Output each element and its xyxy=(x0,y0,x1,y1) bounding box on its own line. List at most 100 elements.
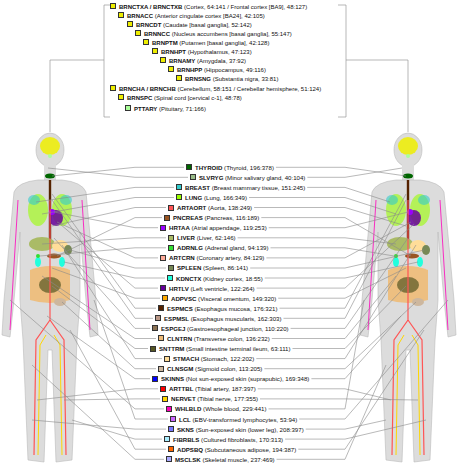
tissue-label: ARTCRN (Coronary artery, 84:129) xyxy=(169,254,264,261)
tissue-label: FIBRBLS (Cultured fibroblasts, 170:313) xyxy=(173,436,283,443)
tissue-label: ESPMSL (Esophagus muscularis, 162:303) xyxy=(164,315,282,322)
tissue-label: ESPMCS (Esophagus mucosa, 176:321) xyxy=(167,305,277,312)
leader-line xyxy=(299,300,448,419)
leader-line xyxy=(256,245,416,359)
tissue-code: PTTARY xyxy=(134,106,157,112)
leader-line xyxy=(57,222,158,258)
tissue-label: HRTAA (Atrial appendage, 119:253) xyxy=(169,224,267,231)
tissue-label: STMACH (Stomach, 122:202) xyxy=(173,355,254,362)
leader-line xyxy=(260,399,418,400)
leader-line xyxy=(52,200,153,318)
legend-item: CLNSGM (Sigmoid colon, 113:205) xyxy=(158,364,262,372)
legend-item: BRNHPT (Hypothalamus, 47:123) xyxy=(152,47,252,55)
tissue-code: HRTAA xyxy=(169,224,190,231)
color-swatch xyxy=(186,164,192,170)
leader-line xyxy=(42,238,166,244)
legend-item: BRNSNG (Substantia nigra, 33:81) xyxy=(176,74,278,82)
color-swatch xyxy=(170,416,176,422)
legend-item: ARTCRN (Coronary artery, 84:129) xyxy=(160,254,264,262)
color-swatch xyxy=(158,335,164,341)
legend-item: ESPMCS (Esophagus mucosa, 176:321) xyxy=(158,304,277,312)
tissue-code: KDNCTX xyxy=(176,275,201,282)
tissue-code: WHLBLD xyxy=(175,405,201,412)
leader-line xyxy=(54,238,150,328)
tissue-code: BRNACC xyxy=(127,13,153,19)
legend-item: CLNTRN (Transverse colon, 136:232) xyxy=(158,334,270,342)
leader-line xyxy=(284,200,407,318)
legend-item: BREAST (Breast mammary tissue, 151:245) xyxy=(176,183,305,191)
legend-item: BRNAMY (Amygdala, 37:92) xyxy=(160,56,246,64)
tissue-label: BRNACC (Anterior cingulate cortex [BA24]… xyxy=(127,13,265,19)
tissue-code: BRNPTM xyxy=(152,40,178,46)
legend-item: ESPGEJ (Gastroesophageal junction, 110:2… xyxy=(152,324,289,332)
tissue-code: ESPMSL xyxy=(164,315,189,322)
leader-line xyxy=(42,276,156,339)
color-swatch xyxy=(168,205,174,211)
tissue-label: SKINNS (Not sun-exposed skin (suprapubic… xyxy=(161,375,309,382)
tissue-code: SLVRYG xyxy=(199,174,223,181)
tissue-label: BRNNCC (Nucleus accumbens [basal ganglia… xyxy=(144,31,292,37)
leader-line xyxy=(10,300,164,409)
color-swatch xyxy=(127,21,133,27)
color-swatch xyxy=(160,225,166,231)
tissue-code: CLNTRN xyxy=(167,335,192,342)
tissue-label: BRNAMY (Amygdala, 37:92) xyxy=(169,58,246,64)
tissue-label: BREAST (Breast mammary tissue, 151:245) xyxy=(185,184,305,191)
color-swatch xyxy=(160,255,166,261)
leader-line xyxy=(48,168,188,177)
color-swatch xyxy=(152,48,158,54)
tissue-code: FIBRBLS xyxy=(173,436,199,443)
tissue-label: LUNG (Lung, 166:349) xyxy=(185,194,247,201)
tissue-label: ESPGEJ (Gastroesophageal junction, 110:2… xyxy=(161,325,289,332)
legend-item: ADRNLG (Adrenal gland, 94:139) xyxy=(168,244,268,252)
tissue-label: BRNSPC (Spinal cord [cervical c-1], 48:7… xyxy=(127,95,242,101)
color-swatch xyxy=(118,12,124,18)
legend-item: BRNACC (Anterior cingulate cortex [BA24]… xyxy=(118,11,265,19)
leader-line xyxy=(32,420,166,429)
color-swatch xyxy=(168,235,174,241)
tissue-label: ARTTBL (Tibial artery, 187:397) xyxy=(169,385,256,392)
legend-item: LIVER (Liver, 62:146) xyxy=(168,233,236,241)
tissue-code: MSCLSK xyxy=(175,456,201,463)
leader-line xyxy=(37,389,158,400)
tissue-label: BRNCTXA / BRNCTXB (Cortex, 64:141 / Fron… xyxy=(119,4,307,10)
tissue-code: ESPGEJ xyxy=(161,325,185,332)
tissue-code: SKNS xyxy=(177,426,194,433)
color-swatch xyxy=(162,396,168,402)
leader-line xyxy=(293,286,407,349)
leader-line xyxy=(311,316,401,379)
leader-line xyxy=(70,250,166,268)
tissue-code: BRNNCC xyxy=(144,31,170,37)
color-swatch xyxy=(152,325,158,331)
legend-item: BRNPTM (Putamen [basal ganglia], 42:128) xyxy=(143,38,269,46)
leader-line xyxy=(52,208,166,227)
leader-line xyxy=(264,302,416,369)
legend-item: BRNCHA / BRNCHB (Cerebellum, 58:151 / Ce… xyxy=(110,84,321,92)
tissue-code: LIVER xyxy=(177,234,195,241)
leader-line xyxy=(64,399,160,400)
tissue-code: ARTTBL xyxy=(169,385,193,392)
color-swatch xyxy=(168,426,174,432)
leader-line xyxy=(52,194,156,308)
leader-line xyxy=(278,268,406,298)
tissue-label: CLNSGM (Sigmoid colon, 113:205) xyxy=(167,365,262,372)
color-swatch xyxy=(164,215,170,221)
legend-item: SLVRYG (Minor salivary gland, 40:104) xyxy=(190,173,305,181)
tissue-code: SPLEEN xyxy=(177,264,201,271)
leader-line xyxy=(271,248,395,256)
legend-item: BRNHPP (Hippocampus, 49:116) xyxy=(168,65,266,73)
color-swatch xyxy=(166,456,172,462)
legend-item: SKNS (Sun-exposed skin (lower leg), 208:… xyxy=(168,425,304,433)
color-swatch xyxy=(168,245,174,251)
legend-item: BRNSPC (Spinal cord [cervical c-1], 48:7… xyxy=(118,93,242,101)
tissue-code: BRNSNG xyxy=(185,76,211,82)
leader-line xyxy=(265,262,418,278)
color-swatch xyxy=(190,174,196,180)
legend-item: FIBRBLS (Cultured fibroblasts, 170:313) xyxy=(164,435,283,443)
color-swatch xyxy=(160,285,166,291)
legend-item: ARTAORT (Aorta, 138:249) xyxy=(168,203,252,211)
tissue-code: ARTCRN xyxy=(169,254,195,261)
tissue-code: BRNHPP xyxy=(177,67,202,73)
color-swatch xyxy=(168,446,174,452)
leader-line xyxy=(254,208,406,227)
